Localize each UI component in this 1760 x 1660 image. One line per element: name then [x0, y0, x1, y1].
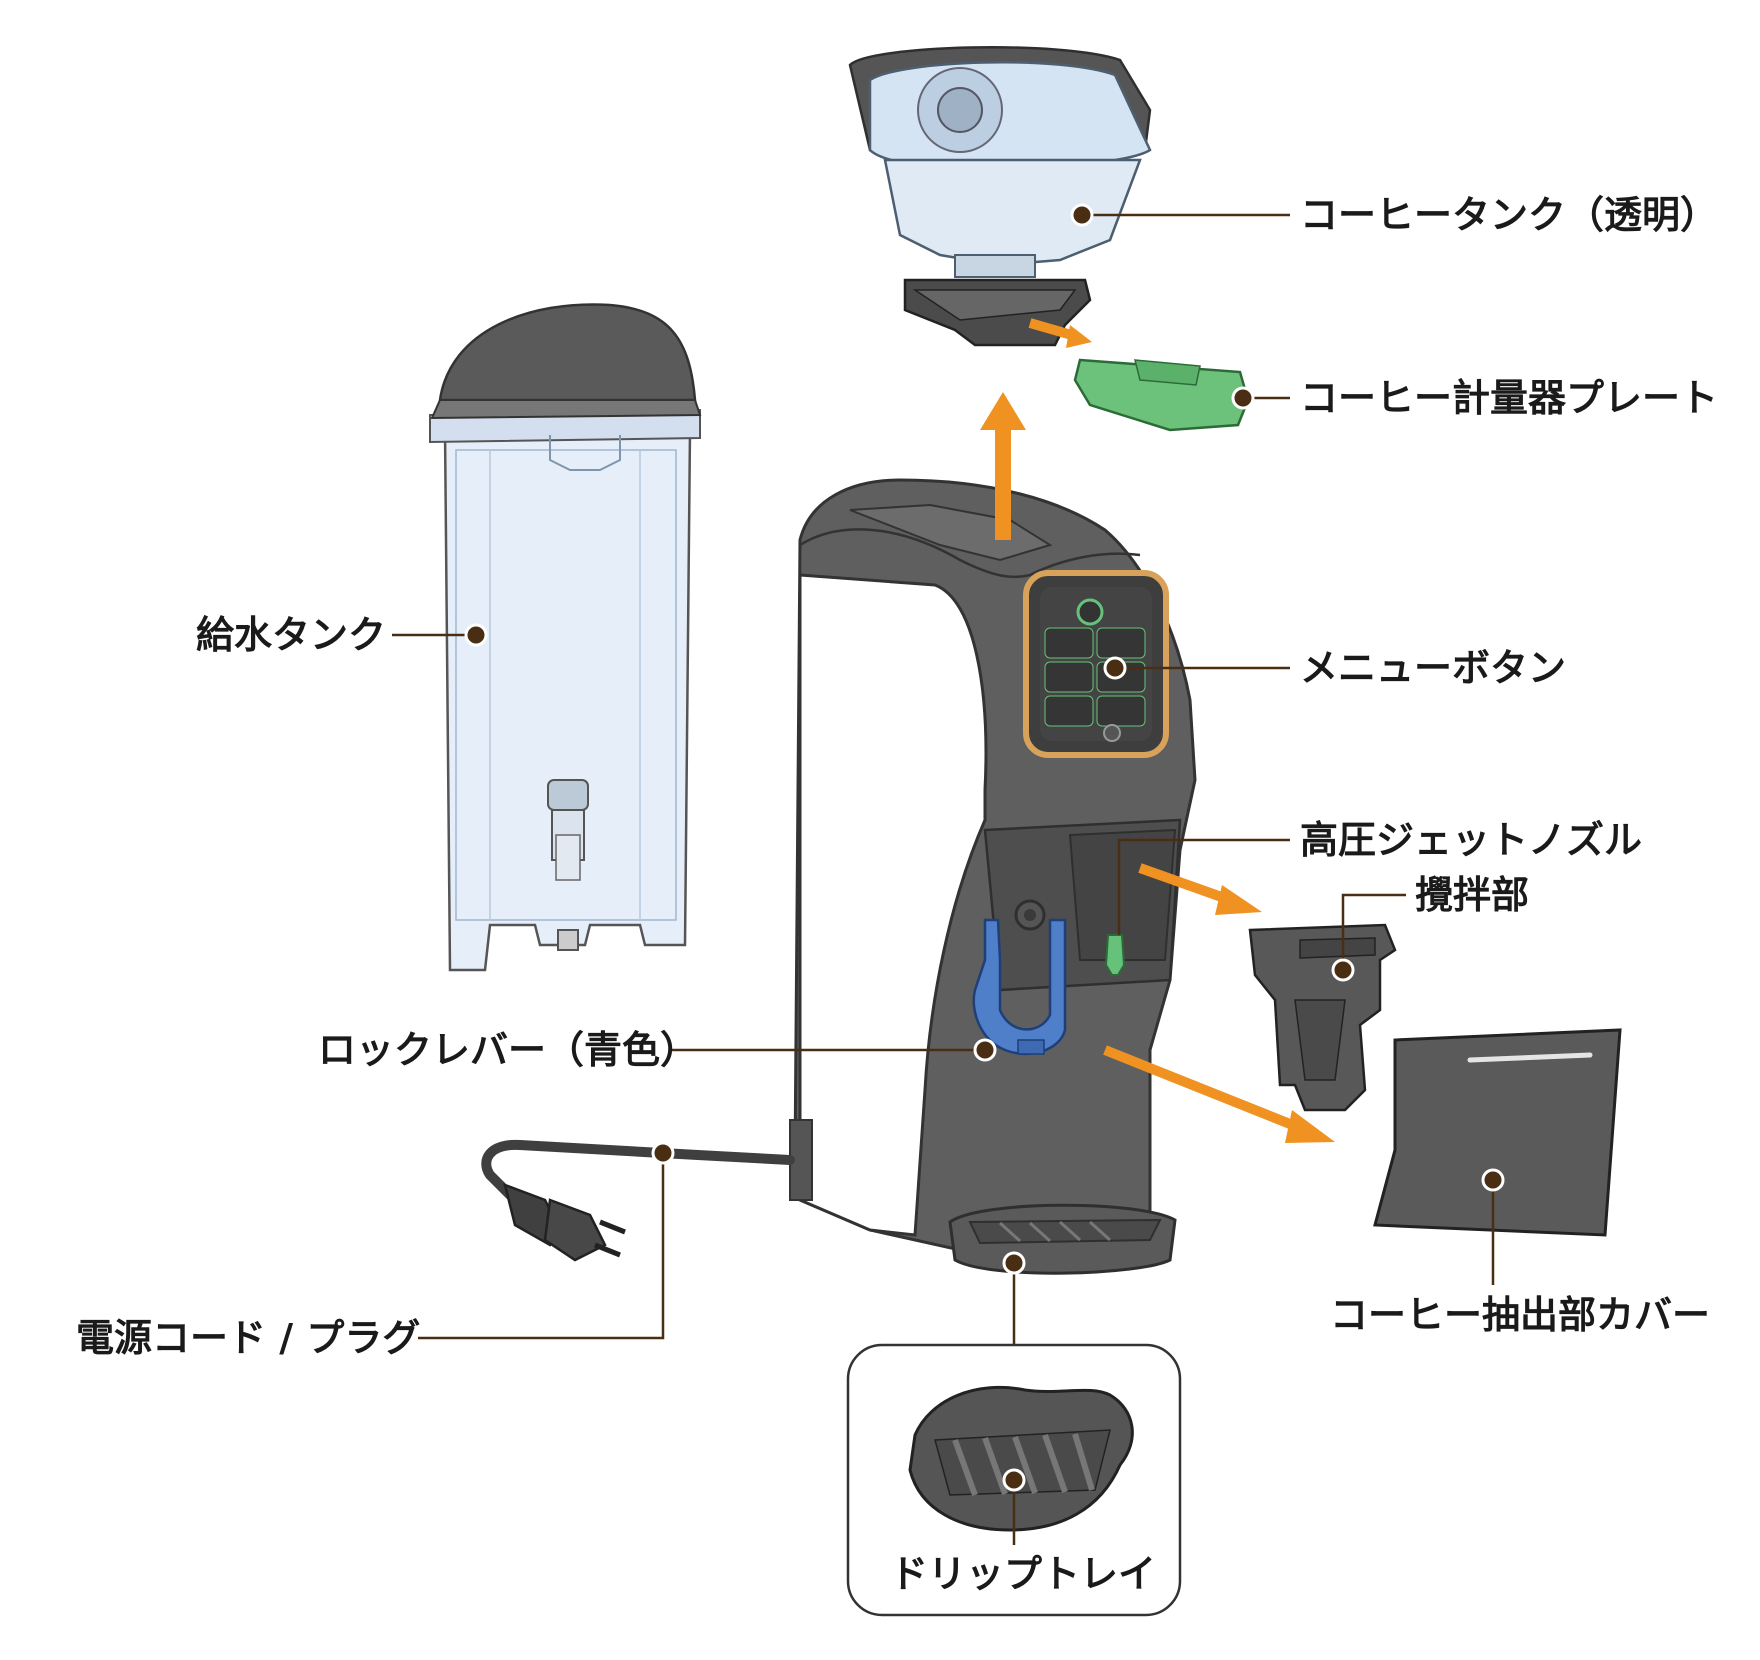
drip-tray-installed: [948, 1203, 1177, 1275]
leader-dots: [464, 203, 1505, 1492]
label-coffee-tank: コーヒータンク（透明）: [1300, 193, 1719, 237]
direction-arrows: [980, 318, 1335, 1143]
label-power-cord: 電源コード / プラグ: [76, 1316, 421, 1360]
lock-lever: [972, 918, 1067, 1056]
measure-plate: [1073, 358, 1250, 432]
stirrer: [1248, 923, 1397, 1112]
power-cord: [481, 1139, 795, 1262]
extractor-cover: [1373, 1028, 1622, 1237]
label-jet-nozzle: 高圧ジェットノズル: [1300, 818, 1643, 862]
label-drip-tray: ドリップトレイ: [890, 1552, 1157, 1596]
menu-panel: [1023, 570, 1169, 758]
coffee-tank: [848, 46, 1152, 347]
label-measure-plate: コーヒー計量器プレート: [1300, 376, 1719, 420]
label-stirrer: 攪拌部: [1415, 873, 1530, 917]
water-tank: [429, 303, 702, 972]
label-extractor-cover: コーヒー抽出部カバー: [1330, 1293, 1711, 1337]
label-water-tank: 給水タンク: [196, 613, 387, 657]
label-lock-lever: ロックレバー（青色）: [318, 1028, 699, 1072]
jet-nozzle: [1104, 934, 1126, 976]
leader-lines: [392, 213, 1495, 1545]
label-menu-button: メニューボタン: [1300, 646, 1567, 690]
